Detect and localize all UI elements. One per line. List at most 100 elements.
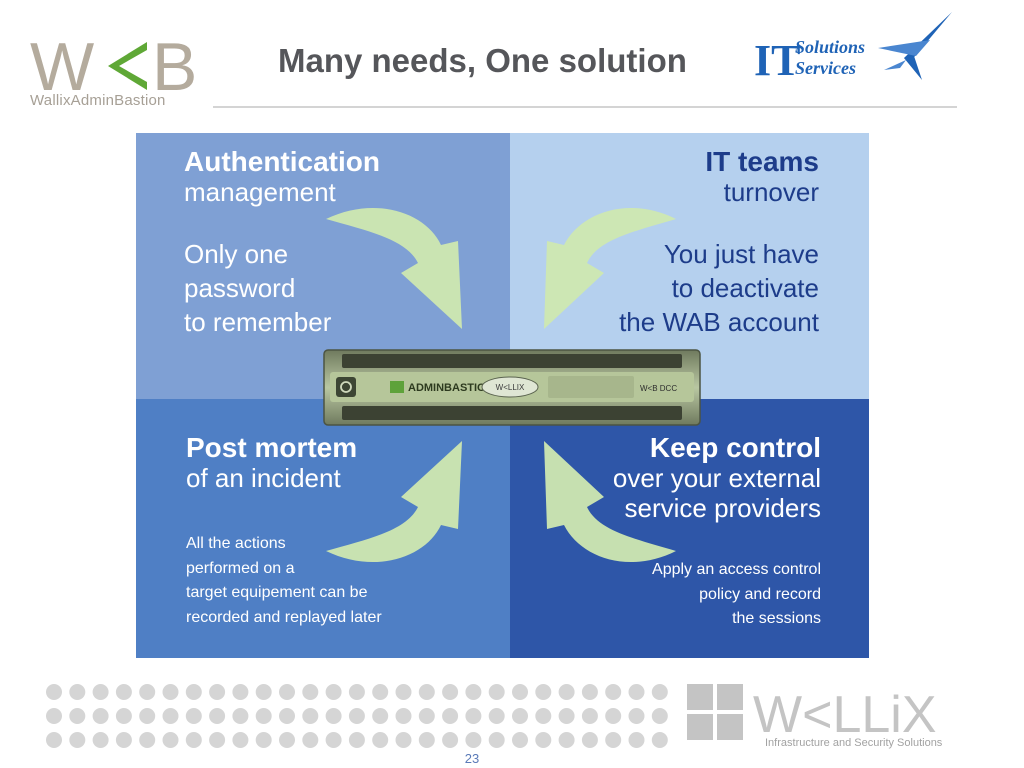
decorative-dot bbox=[92, 684, 109, 700]
decorative-dot bbox=[69, 732, 86, 748]
arrow-bottom-left-icon bbox=[326, 441, 462, 563]
decorative-dot bbox=[535, 708, 552, 724]
header-divider bbox=[213, 106, 957, 108]
it-teams-subtitle: turnover bbox=[723, 177, 819, 207]
appliance-mesh bbox=[548, 376, 634, 398]
decorative-dot bbox=[302, 684, 319, 700]
keep-control-body-line: policy and record bbox=[699, 585, 821, 603]
decorative-dot bbox=[348, 684, 365, 700]
appliance-model-label: W<B DCC bbox=[640, 384, 677, 393]
wab-logo-w: W bbox=[30, 29, 94, 105]
decorative-dot bbox=[46, 732, 62, 748]
post-mortem-body-line: target equipement can be bbox=[186, 584, 368, 601]
wallix-logo: W<LLiX bbox=[687, 684, 937, 744]
decorative-dot bbox=[185, 732, 202, 748]
keep-control-subtitle: over your external service providers bbox=[613, 463, 821, 523]
post-mortem-body-line: recorded and replayed later bbox=[186, 608, 382, 626]
decorative-dot bbox=[372, 708, 389, 724]
decorative-dot bbox=[535, 684, 552, 700]
decorative-dot bbox=[255, 732, 272, 748]
decorative-dot bbox=[558, 708, 575, 724]
decorative-dot bbox=[255, 708, 272, 724]
decorative-dot bbox=[558, 732, 575, 748]
decorative-dot bbox=[418, 708, 435, 724]
decorative-dot bbox=[442, 708, 459, 724]
decorative-dot bbox=[185, 708, 202, 724]
decorative-dot bbox=[92, 708, 109, 724]
arrow-bottom-right-icon bbox=[544, 441, 676, 563]
decorative-dot bbox=[372, 684, 389, 700]
curved-arrows bbox=[326, 207, 676, 563]
decorative-dot bbox=[115, 684, 132, 700]
keep-control-title: Keep control bbox=[649, 432, 821, 463]
wab-logo-b: B bbox=[152, 29, 197, 105]
slide-title: Many needs, One solution bbox=[278, 42, 687, 79]
decorative-dot bbox=[115, 708, 132, 724]
decorative-dot bbox=[325, 732, 342, 748]
decorative-dot bbox=[418, 732, 435, 748]
post-mortem-body-line: performed on a bbox=[186, 559, 295, 577]
appliance-green-tag bbox=[390, 381, 404, 393]
decorative-dot bbox=[325, 708, 342, 724]
it-solutions-services-logo: IT Solutions Services bbox=[754, 12, 952, 85]
post-mortem-body-line: All the actions bbox=[186, 535, 286, 552]
wallix-tagline: Infrastructure and Security Solutions bbox=[765, 737, 943, 749]
appliance-top-vent bbox=[342, 354, 682, 368]
decorative-dot bbox=[488, 708, 505, 724]
authentication-title: Authentication bbox=[184, 146, 380, 177]
wallix-square-icon bbox=[687, 684, 743, 740]
its-logo-solutions: Solutions bbox=[795, 37, 865, 57]
appliance-badge bbox=[481, 376, 539, 398]
keep-control-subtitle-line: service providers bbox=[624, 493, 821, 523]
it-teams-body-line: to deactivate bbox=[671, 273, 819, 303]
solution-quadrant-graphic: Authentication management Only one passw… bbox=[136, 133, 869, 658]
decorative-dot bbox=[162, 732, 179, 748]
it-teams-body: You just have to deactivate the WAB acco… bbox=[619, 237, 819, 339]
appliance-brand-label: ADMINBASTION bbox=[408, 382, 494, 394]
wab-logo: W B bbox=[30, 29, 197, 105]
decorative-dot bbox=[185, 684, 202, 700]
decorative-dot bbox=[558, 684, 575, 700]
jet-plane-icon bbox=[878, 12, 952, 80]
decorative-dot bbox=[512, 708, 528, 724]
arrow-top-right-icon bbox=[544, 207, 676, 329]
decorative-dot bbox=[46, 684, 62, 700]
decorative-dot bbox=[139, 684, 156, 700]
decorative-dot bbox=[232, 732, 249, 748]
decorative-dot bbox=[651, 684, 668, 700]
wab-logo-chevron bbox=[108, 42, 147, 90]
its-logo-it: IT bbox=[754, 36, 800, 85]
decorative-dot bbox=[232, 684, 249, 700]
decorative-dot-grid bbox=[46, 684, 668, 748]
decorative-dot bbox=[442, 684, 459, 700]
it-teams-body-line: the WAB account bbox=[619, 307, 819, 337]
its-logo-services: Services bbox=[795, 58, 856, 78]
decorative-dot bbox=[348, 732, 365, 748]
decorative-dot bbox=[581, 684, 598, 700]
post-mortem-body: All the actions performed on a target eq… bbox=[186, 532, 382, 630]
decorative-dot bbox=[92, 732, 109, 748]
decorative-dot bbox=[279, 708, 295, 724]
decorative-dot bbox=[465, 708, 482, 724]
it-teams-body-line: You just have bbox=[663, 239, 819, 269]
keep-control-body-line: Apply an access control bbox=[652, 561, 821, 578]
decorative-dot bbox=[372, 732, 389, 748]
appliance-bottom-vent bbox=[342, 406, 682, 420]
decorative-dot bbox=[325, 684, 342, 700]
decorative-dot bbox=[302, 708, 319, 724]
decorative-dot bbox=[488, 732, 505, 748]
decorative-dot bbox=[535, 732, 552, 748]
decorative-dot bbox=[465, 684, 482, 700]
decorative-dot bbox=[512, 684, 528, 700]
decorative-dot bbox=[442, 732, 459, 748]
authentication-body: Only one password to remember bbox=[184, 237, 331, 339]
decorative-dot bbox=[605, 684, 622, 700]
decorative-dot bbox=[581, 708, 598, 724]
decorative-dot bbox=[488, 684, 505, 700]
decorative-dot bbox=[605, 708, 622, 724]
decorative-dot bbox=[209, 732, 226, 748]
decorative-dot bbox=[115, 732, 132, 748]
decorative-dot bbox=[46, 708, 62, 724]
page-number: 23 bbox=[464, 751, 480, 766]
decorative-dot bbox=[162, 684, 179, 700]
